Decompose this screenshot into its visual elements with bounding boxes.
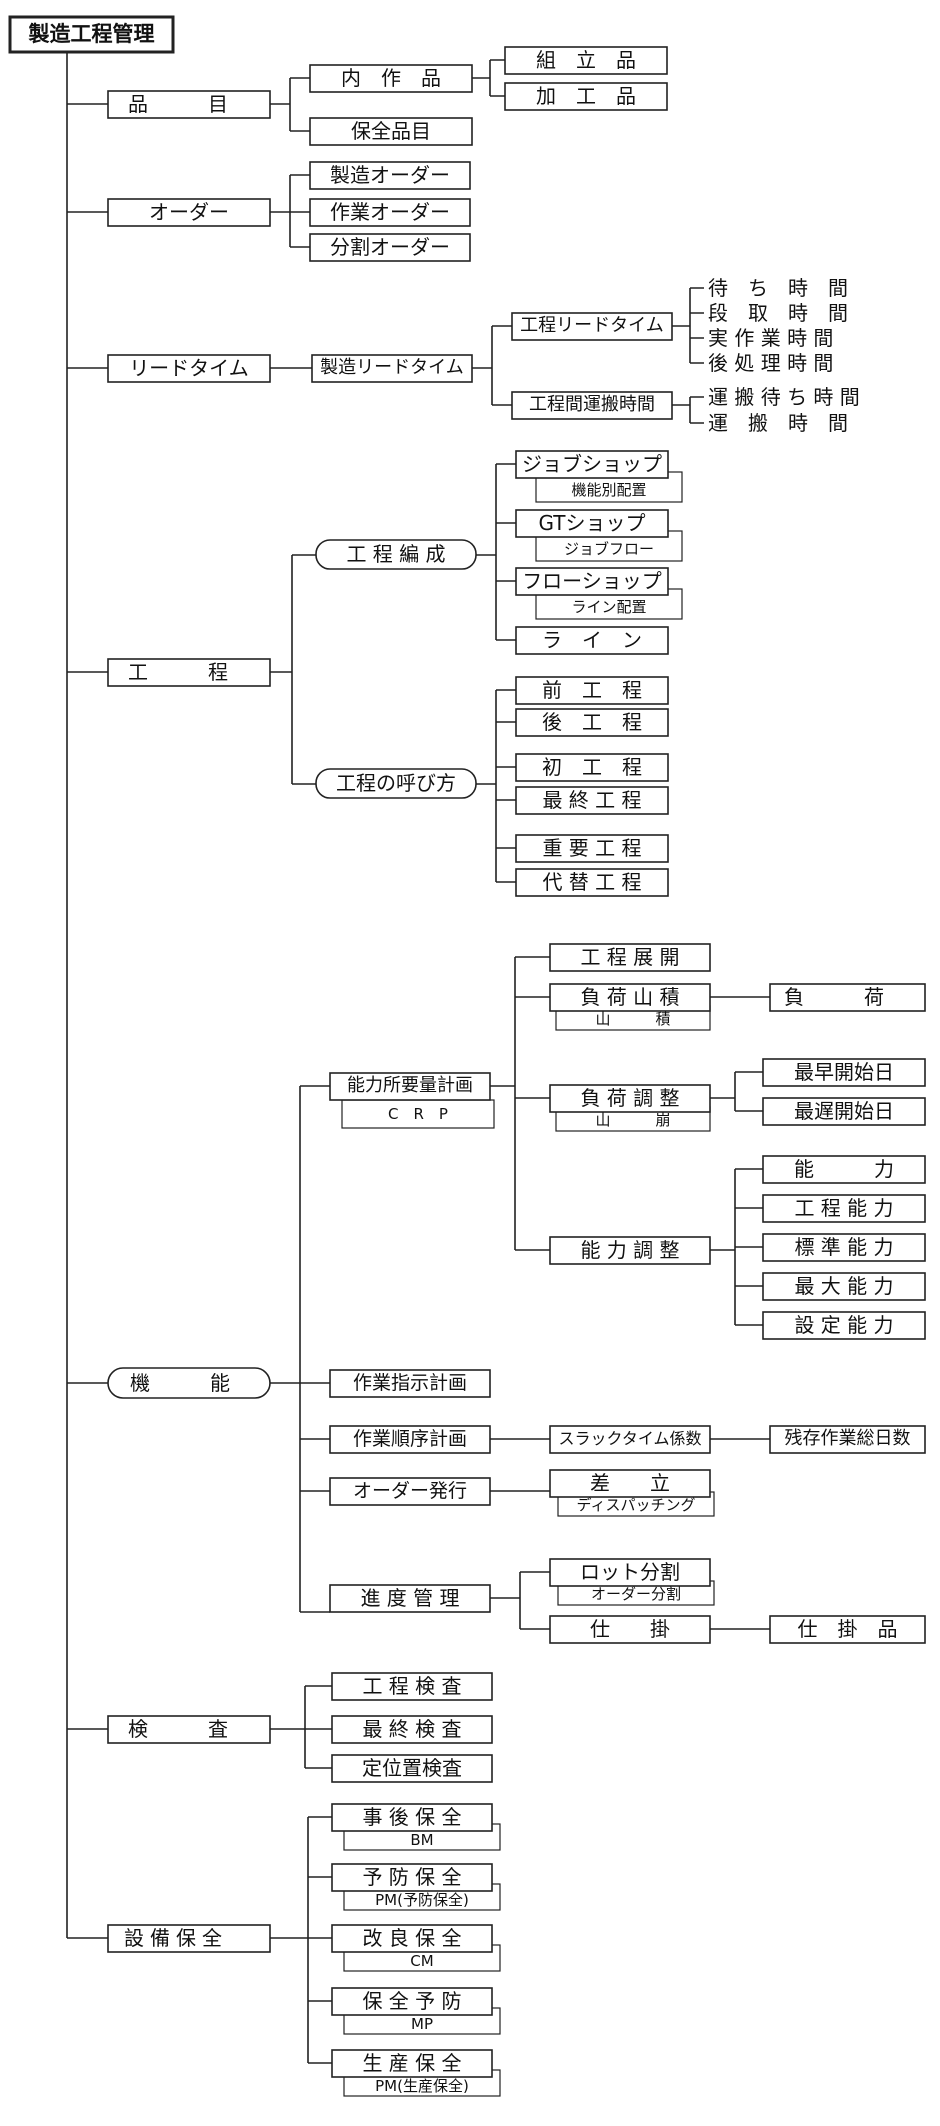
node-fuka: 負 荷	[784, 985, 884, 1009]
category-setsubi: 設備保全	[124, 1926, 228, 1950]
node-sadachi: 差 立	[590, 1471, 670, 1495]
node-yamazumi-sub: 山 積	[595, 1010, 671, 1028]
category-koutei: 工 程	[128, 660, 228, 684]
node-lot-sub: オーダー分割	[590, 1585, 681, 1603]
node-kumitate: 組 立 品	[536, 48, 636, 72]
node-ato-koutei: 後 工 程	[542, 710, 642, 734]
node-zanson: 残存作業総日数	[784, 1428, 911, 1449]
node-crp: 能力所要量計画	[347, 1075, 473, 1096]
node-saishu-koutei: 最 終 工 程	[542, 788, 642, 812]
node-kakou: 加 工 品	[536, 84, 636, 108]
node-shikake: 仕 掛	[590, 1617, 670, 1641]
node-hakkou: オーダー発行	[352, 1480, 467, 1502]
node-shiji: 作業指示計画	[352, 1372, 467, 1394]
node-fuka-chousei: 負 荷 調 整	[580, 1086, 680, 1110]
node-koutei-lt: 工程リードタイム	[520, 315, 664, 336]
category-hinmoku: 品 目	[128, 92, 228, 116]
node-dispatch-sub: ディスパッチング	[576, 1496, 696, 1514]
node-junjo: 作業順序計画	[352, 1428, 467, 1450]
node-saisou: 最早開始日	[794, 1060, 894, 1084]
node-koutei-kensa: 工 程 検 査	[362, 1674, 462, 1698]
node-koutei-nouryoku: 工 程 能 力	[794, 1196, 894, 1220]
node-naisaku: 内 作 品	[341, 66, 441, 90]
category-leadtime: リードタイム	[129, 356, 249, 380]
node-settei-nouryoku: 設 定 能 力	[794, 1313, 894, 1337]
node-flow-shop: フローショップ	[522, 569, 662, 593]
node-pm-seisan-sub: PM(生産保全)	[375, 2077, 469, 2095]
node-teiichi-kensa: 定位置検査	[362, 1756, 462, 1780]
leaf-atoshori: 後 処 理 時 間	[708, 351, 834, 375]
node-shikakehin: 仕 掛 品	[797, 1617, 898, 1641]
node-flow-shop-sub: ライン配置	[571, 598, 647, 616]
node-jigo-hozen: 事 後 保 全	[362, 1805, 462, 1829]
node-gt-shop-sub: ジョブフロー	[563, 540, 654, 558]
leaf-machi: 待 ち 時 間	[708, 276, 848, 300]
node-seizou-lt: 製造リードタイム	[320, 357, 464, 378]
node-yamakuzushi-sub: 山 崩	[595, 1111, 671, 1129]
root-title: 製造工程管理	[28, 22, 155, 46]
node-seizou-order: 製造オーダー	[330, 163, 450, 187]
node-cm-sub: CM	[410, 1952, 434, 1970]
leaf-jitsusagyou: 実 作 業 時 間	[708, 326, 834, 350]
node-unpan: 工程間運搬時間	[529, 394, 655, 415]
node-hensei: 工 程 編 成	[346, 542, 446, 566]
node-daitai-koutei: 代 替 工 程	[542, 870, 642, 894]
node-sho-koutei: 初 工 程	[542, 755, 642, 779]
node-lot: ロット分割	[580, 1560, 680, 1584]
node-gt-shop: GTショップ	[538, 511, 646, 535]
node-seisan-hozen: 生 産 保 全	[362, 2051, 462, 2075]
node-mae-koutei: 前 工 程	[542, 678, 642, 702]
node-crp-sub: C R P	[388, 1105, 448, 1123]
node-sagyou-order: 作業オーダー	[330, 200, 450, 224]
node-job-shop-sub: 機能別配置	[571, 481, 647, 499]
node-bunkatsu-order: 分割オーダー	[330, 235, 450, 259]
node-hozen-hinmoku: 保全品目	[351, 119, 431, 143]
node-line: ラ イ ン	[542, 628, 642, 652]
node-saidai-nouryoku: 最 大 能 力	[794, 1274, 894, 1298]
node-saishu-kensa: 最 終 検 査	[362, 1717, 462, 1741]
node-slack: スラックタイム係数	[558, 1429, 702, 1448]
node-hozen-yobou: 保 全 予 防	[362, 1989, 462, 2013]
node-nouryoku-chousei: 能 力 調 整	[580, 1238, 680, 1262]
node-job-shop: ジョブショップ	[522, 452, 662, 476]
category-kinou: 機 能	[130, 1371, 230, 1395]
node-kairyou-hozen: 改 良 保 全	[362, 1926, 462, 1950]
leaf-unpan-jikan: 運 搬 時 間	[708, 411, 848, 435]
node-hyoujun-nouryoku: 標 準 能 力	[794, 1235, 894, 1259]
node-yobikata: 工程の呼び方	[336, 771, 456, 795]
node-yobou-hozen: 予 防 保 全	[362, 1865, 462, 1889]
node-bm-sub: BM	[410, 1831, 434, 1849]
node-nouryoku: 能 力	[794, 1157, 894, 1181]
category-order: オーダー	[149, 200, 229, 224]
node-fuka-yamazumi: 負 荷 山 積	[580, 985, 680, 1009]
category-kensa: 検 査	[128, 1717, 228, 1741]
node-tenkai: 工 程 展 開	[580, 945, 680, 969]
node-shindo: 進 度 管 理	[360, 1586, 460, 1610]
node-saichi: 最遅開始日	[794, 1099, 894, 1123]
node-mp-sub: MP	[411, 2015, 433, 2033]
leaf-unpan-machi: 運 搬 待 ち 時 間	[708, 385, 860, 409]
node-pm-yobou-sub: PM(予防保全)	[375, 1891, 469, 1909]
leaf-dandori: 段 取 時 間	[708, 301, 848, 325]
node-juuyou-koutei: 重 要 工 程	[542, 836, 642, 860]
